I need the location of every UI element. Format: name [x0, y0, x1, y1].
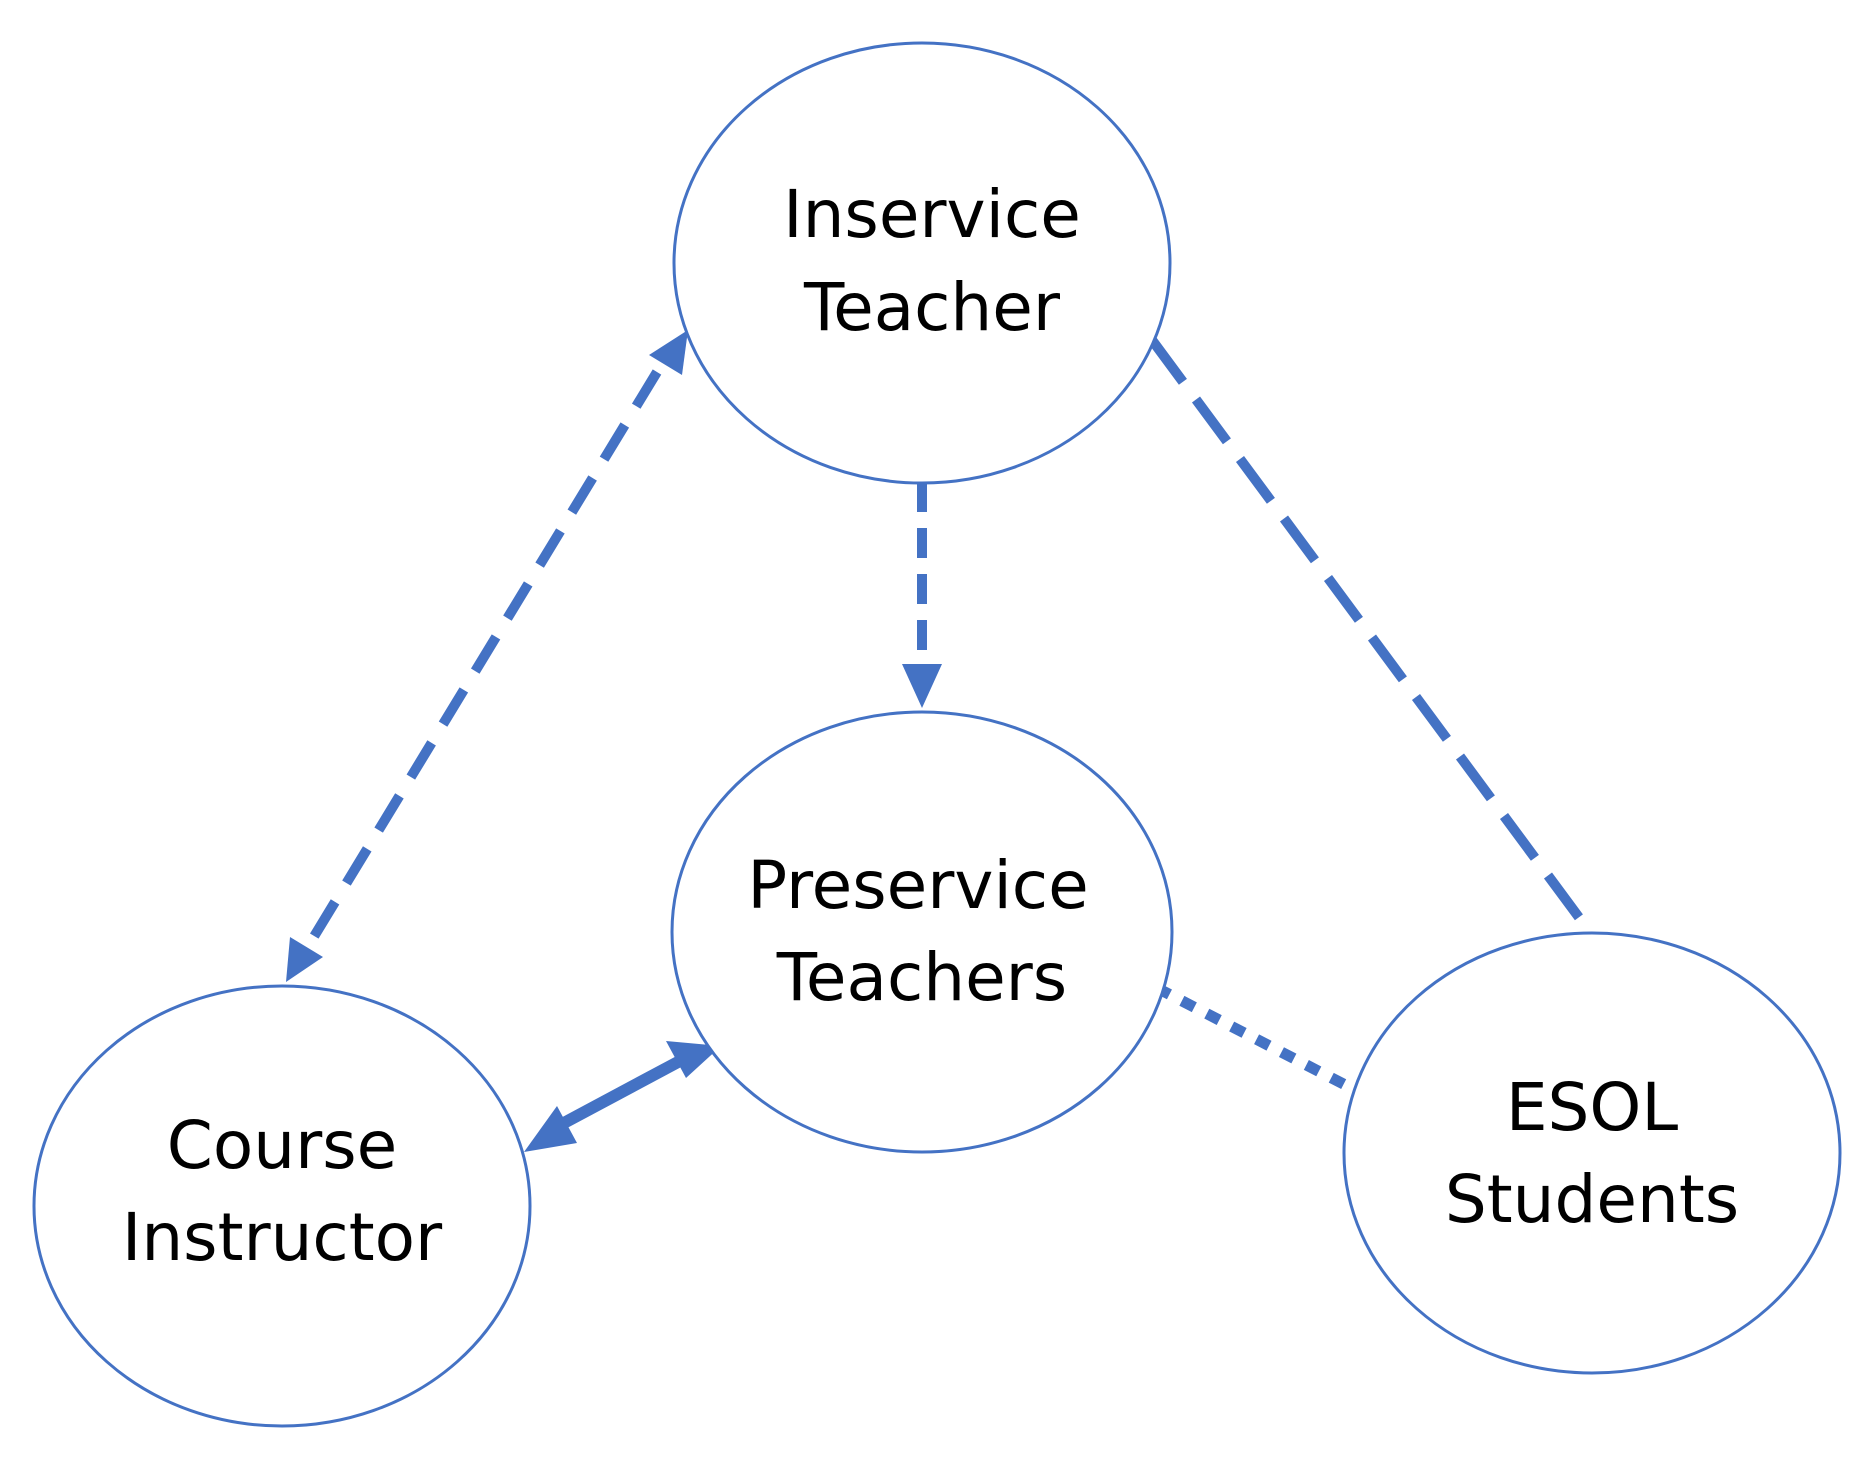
arrowhead-left-icon	[524, 1106, 577, 1152]
edge-inservice-course-instructor	[286, 330, 688, 982]
edge-inservice-esol	[1147, 337, 1597, 938]
node-label-line2: Teachers	[776, 939, 1067, 1016]
node-label-line1: Course	[167, 1107, 397, 1184]
node-label-line2: Teacher	[803, 269, 1061, 346]
node-inservice-teacher: Inservice Teacher	[672, 41, 1172, 485]
node-label-line1: Preservice	[747, 847, 1088, 924]
node-course-instructor: Course Instructor	[32, 984, 532, 1428]
node-label-line2: Instructor	[122, 1199, 443, 1276]
node-label-line1: Inservice	[783, 176, 1081, 253]
node-label-line1: ESOL	[1506, 1069, 1679, 1146]
edge-course-instructor-preservice	[524, 1041, 721, 1152]
arrowhead-down-icon	[286, 937, 323, 982]
arrowhead-down-icon	[902, 664, 942, 708]
arrowhead-right-icon	[666, 1041, 721, 1078]
arrowhead-up-icon	[649, 330, 688, 375]
edge-preservice-esol	[1154, 983, 1358, 1095]
node-esol-students: ESOL Students	[1342, 931, 1842, 1375]
node-preservice-teachers: Preservice Teachers	[670, 710, 1174, 1154]
edge-inservice-preservice	[902, 482, 942, 708]
node-label-line2: Students	[1445, 1161, 1739, 1238]
